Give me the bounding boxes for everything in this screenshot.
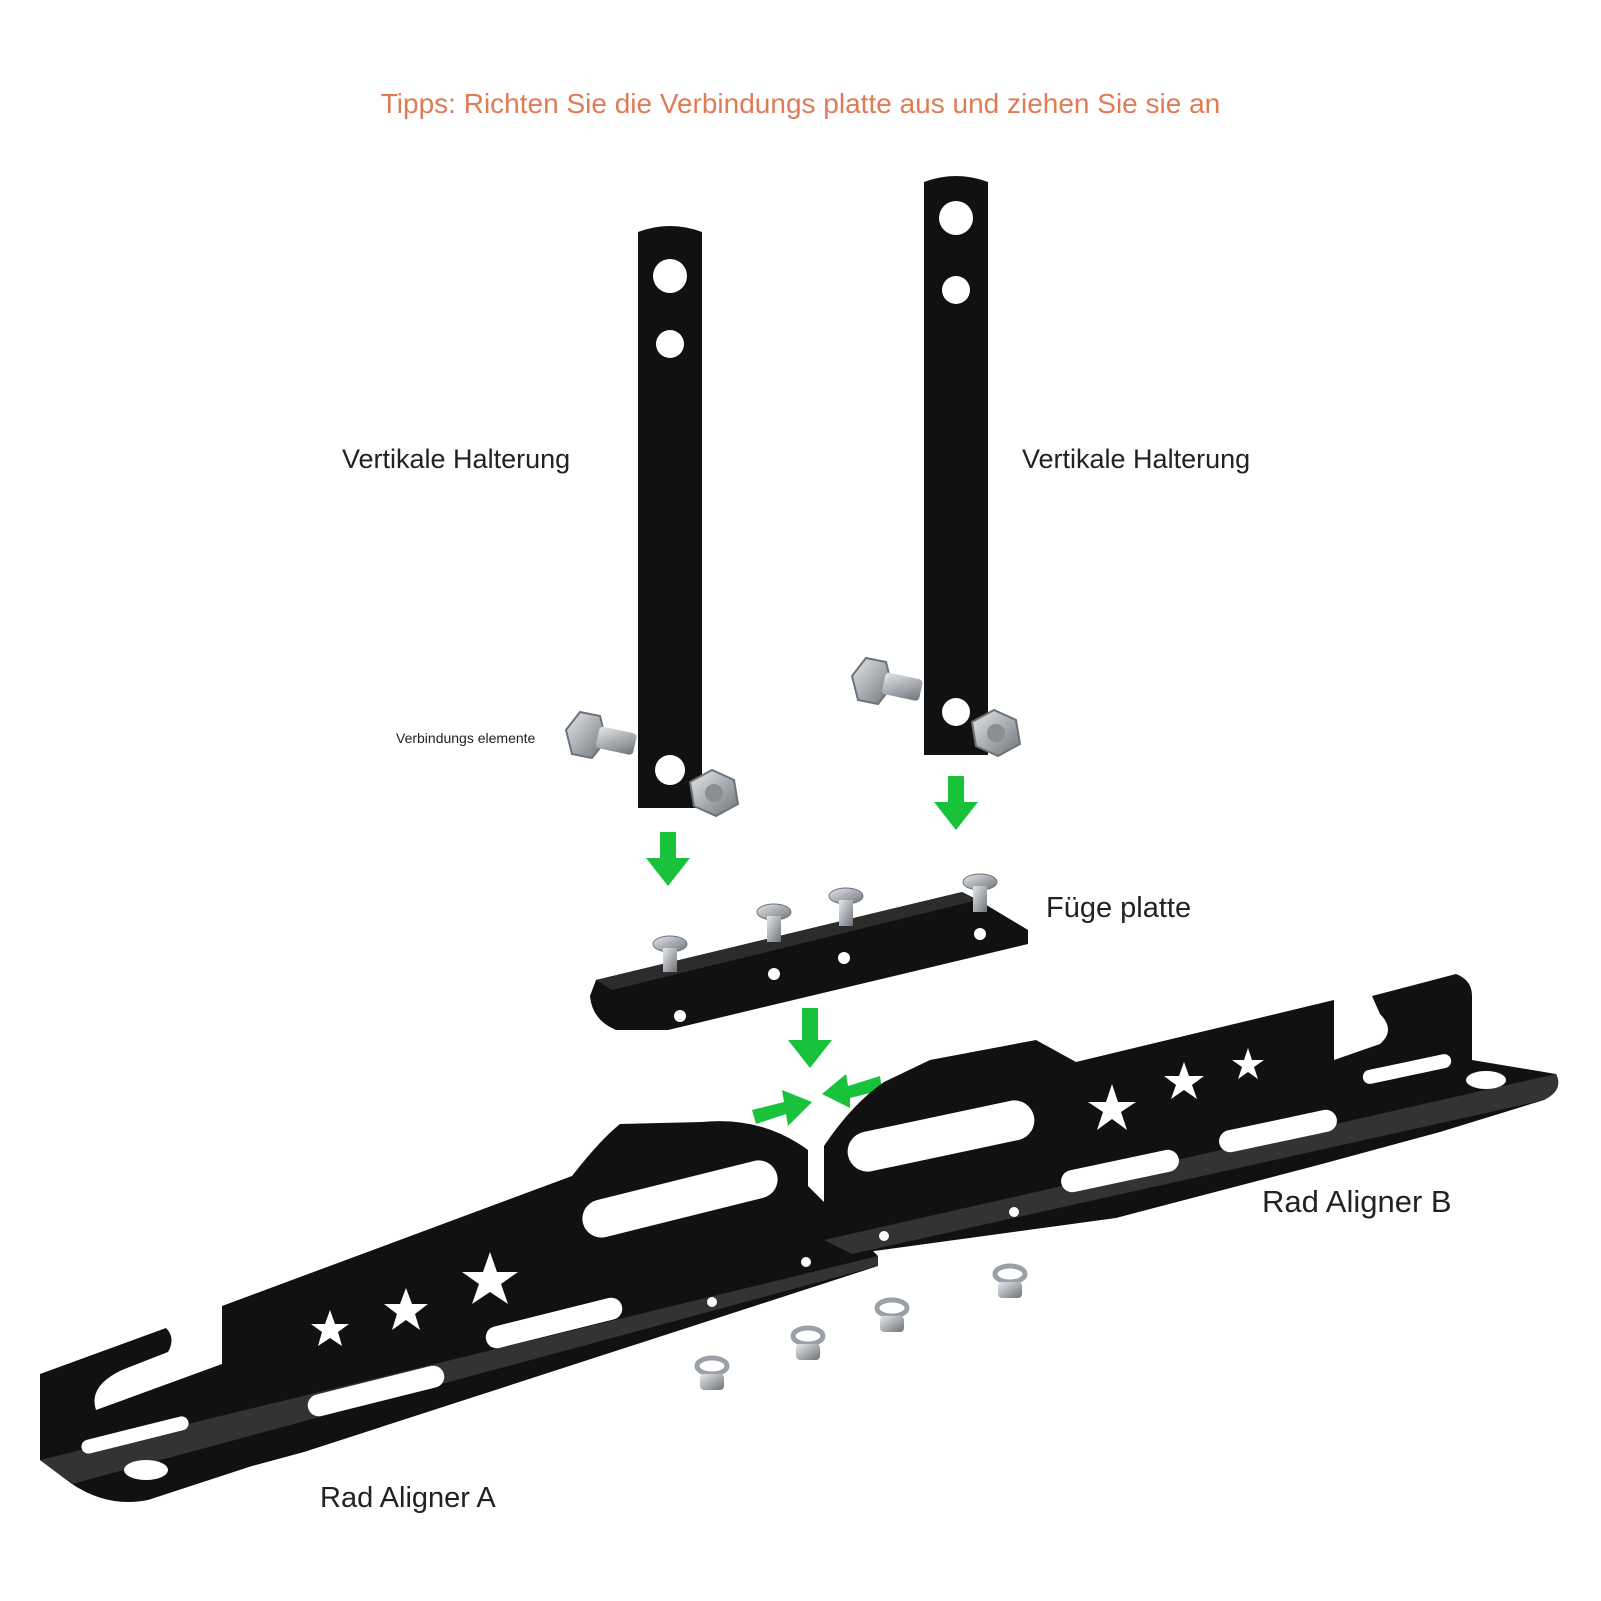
arrow-right-icon: [752, 1090, 812, 1126]
label-vertical-bracket-left: Vertikale Halterung: [342, 444, 571, 474]
label-joint-plate: Füge platte: [1046, 892, 1192, 924]
label-aligner-a: Rad Aligner A: [320, 1482, 496, 1514]
screw-icon: [828, 887, 864, 926]
star-icon: [311, 1252, 518, 1346]
arrow-down-icon: [646, 832, 690, 886]
label-aligner-b: Rad Aligner B: [1262, 1184, 1452, 1219]
arrow-down-icon: [934, 776, 978, 830]
nut-icon: [970, 708, 1022, 758]
washer-icon: [874, 1297, 910, 1332]
joint-plate: [590, 892, 1028, 1030]
bolt-icon: [564, 710, 637, 760]
washer-icon: [694, 1355, 730, 1390]
arrow-left-icon: [822, 1074, 882, 1108]
screw-icon: [756, 903, 792, 942]
washer-icon: [992, 1263, 1028, 1298]
label-fasteners: Verbindungs elemente: [396, 730, 536, 746]
star-icon: [1088, 1048, 1264, 1130]
vertical-bracket-left: [638, 226, 702, 808]
label-vertical-bracket-right: Vertikale Halterung: [1022, 444, 1251, 474]
rad-aligner-a: [40, 1121, 878, 1502]
bolt-icon: [850, 656, 923, 706]
nut-icon: [688, 768, 740, 818]
rad-aligner-b: [824, 974, 1559, 1254]
screw-icon: [652, 935, 688, 972]
tip-title: Tipps: Richten Sie die Verbindungs platt…: [380, 88, 1221, 119]
screw-icon: [962, 873, 998, 912]
arrow-down-icon: [788, 1008, 832, 1068]
washer-icon: [790, 1325, 826, 1360]
vertical-bracket-right: [924, 176, 988, 755]
